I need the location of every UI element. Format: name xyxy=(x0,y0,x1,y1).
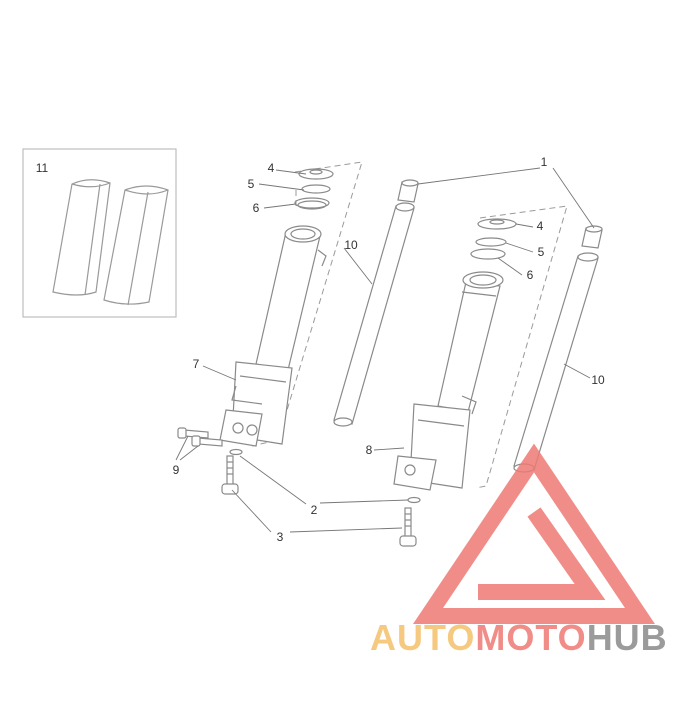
callout-8: 8 xyxy=(366,443,373,457)
right-top-plug xyxy=(581,225,603,249)
bolt-pair-9 xyxy=(177,427,223,447)
dashed-outline-right xyxy=(475,205,568,489)
washers-2 xyxy=(229,448,421,504)
callout-10-left: 10 xyxy=(344,238,358,252)
callout-4-right: 4 xyxy=(537,219,544,233)
watermark-text-auto: AUTO xyxy=(370,617,475,658)
callout-4-left: 4 xyxy=(268,161,275,175)
watermark-logo: AUTOMOTOHUB xyxy=(370,443,668,658)
callout-11: 11 xyxy=(36,161,49,175)
right-stanchion-tube xyxy=(513,252,599,473)
callout-5-left: 5 xyxy=(248,177,255,191)
callout-1: 1 xyxy=(541,155,548,169)
leader-lines xyxy=(175,167,595,533)
callout-9: 9 xyxy=(173,463,180,477)
callout-7: 7 xyxy=(193,357,200,371)
bushing-right xyxy=(103,185,169,306)
left-fork-slider xyxy=(219,225,327,447)
callout-3: 3 xyxy=(277,530,284,544)
callout-10-right: 10 xyxy=(591,373,605,387)
dashed-outline-left xyxy=(251,161,363,447)
right-cap-rings xyxy=(470,218,517,260)
right-fork-slider xyxy=(393,271,504,491)
callout-2: 2 xyxy=(311,503,318,517)
inset-box-bushings xyxy=(22,148,177,318)
svg-text:AUTOMOTOHUB: AUTOMOTOHUB xyxy=(370,617,668,658)
callout-5-right: 5 xyxy=(538,245,545,259)
callout-6-right: 6 xyxy=(527,268,534,282)
left-stanchion-tube xyxy=(333,202,415,427)
bushing-left xyxy=(52,179,111,296)
watermark-text-hub: HUB xyxy=(587,617,668,658)
watermark-triangle-emblem xyxy=(412,443,656,624)
left-cap-rings xyxy=(294,168,334,210)
callout-labels: 1 2 3 4 5 6 4 5 6 7 8 9 10 10 11 xyxy=(36,155,605,544)
watermark-text-moto: MOTO xyxy=(475,617,586,658)
callout-6-left: 6 xyxy=(253,201,260,215)
left-top-plug xyxy=(397,179,419,203)
